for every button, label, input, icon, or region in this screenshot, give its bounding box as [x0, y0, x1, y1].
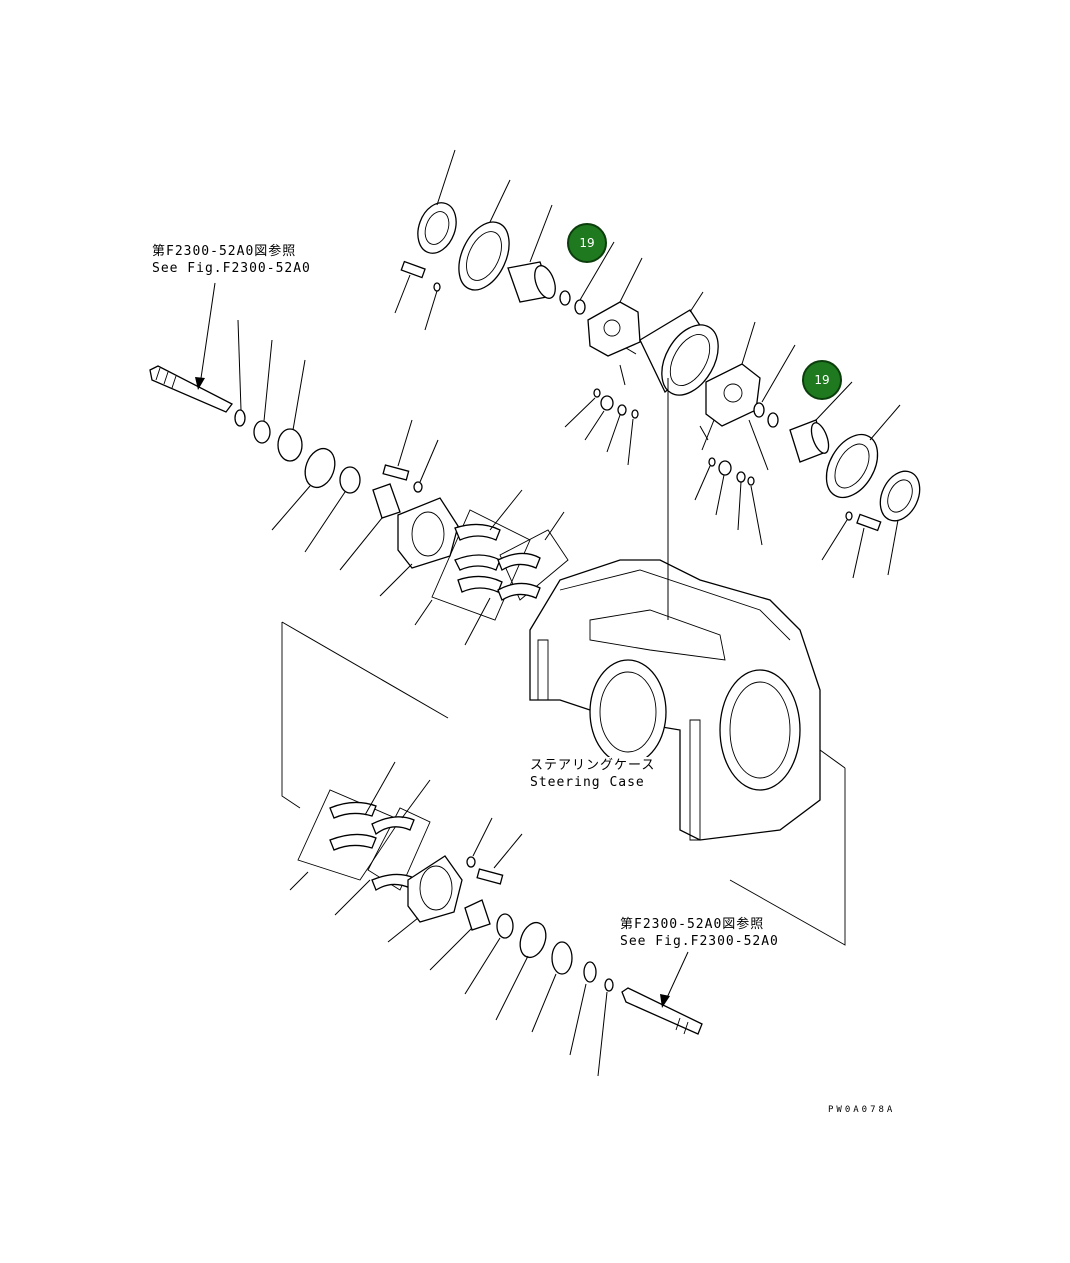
part-badge-19-right[interactable]: 19: [802, 360, 842, 400]
lower-bearing-stack: [429, 899, 614, 1077]
upper-small-rings: [559, 241, 615, 315]
part-badge-19-upper[interactable]: 19: [567, 223, 607, 263]
callout-upper-left-en: See Fig.F2300-52A0: [152, 261, 311, 276]
callout-upper-left-jp: 第F2300-52A0図参照: [152, 244, 297, 259]
upper-bolt: [394, 260, 441, 331]
right-small-rings: [748, 344, 796, 471]
upper-gear-carrier: [587, 257, 643, 386]
upper-left-shaft: [149, 282, 233, 413]
upper-shim-plates: [414, 489, 569, 646]
upper-seal-ring: [417, 149, 457, 254]
callout-steering-case-jp: ステアリングケース: [530, 758, 656, 773]
left-bearing-stack: [271, 419, 439, 571]
steering-case-housing: [529, 378, 821, 841]
callout-steering-case-en: Steering Case: [530, 775, 645, 790]
upper-cover-flange: [458, 179, 511, 291]
callout-steering-case: ステアリングケース Steering Case: [530, 757, 656, 791]
lower-bolt: [466, 817, 523, 885]
callout-upper-left: 第F2300-52A0図参照 See Fig.F2300-52A0: [152, 243, 311, 277]
callout-lower-right-jp: 第F2300-52A0図参照: [620, 917, 765, 932]
leader-lines: [281, 621, 846, 946]
lower-cover-hub: [387, 855, 463, 943]
upper-left-rings: [234, 319, 306, 462]
lower-right-shaft: [621, 951, 703, 1035]
drawing-code: PW0A078A: [828, 1105, 896, 1115]
right-bearing-cone: [789, 381, 853, 463]
upper-bearing-cone: [507, 204, 556, 303]
pins-right: [694, 457, 763, 546]
right-cover-flange: [825, 404, 901, 499]
right-gear-carrier: [699, 321, 761, 451]
pins-left: [564, 388, 639, 466]
right-seal-ring: [879, 470, 921, 576]
right-bolt: [821, 511, 882, 579]
callout-lower-right: 第F2300-52A0図参照 See Fig.F2300-52A0: [620, 916, 779, 950]
ring-gear: [639, 291, 719, 396]
callout-lower-right-en: See Fig.F2300-52A0: [620, 934, 779, 949]
